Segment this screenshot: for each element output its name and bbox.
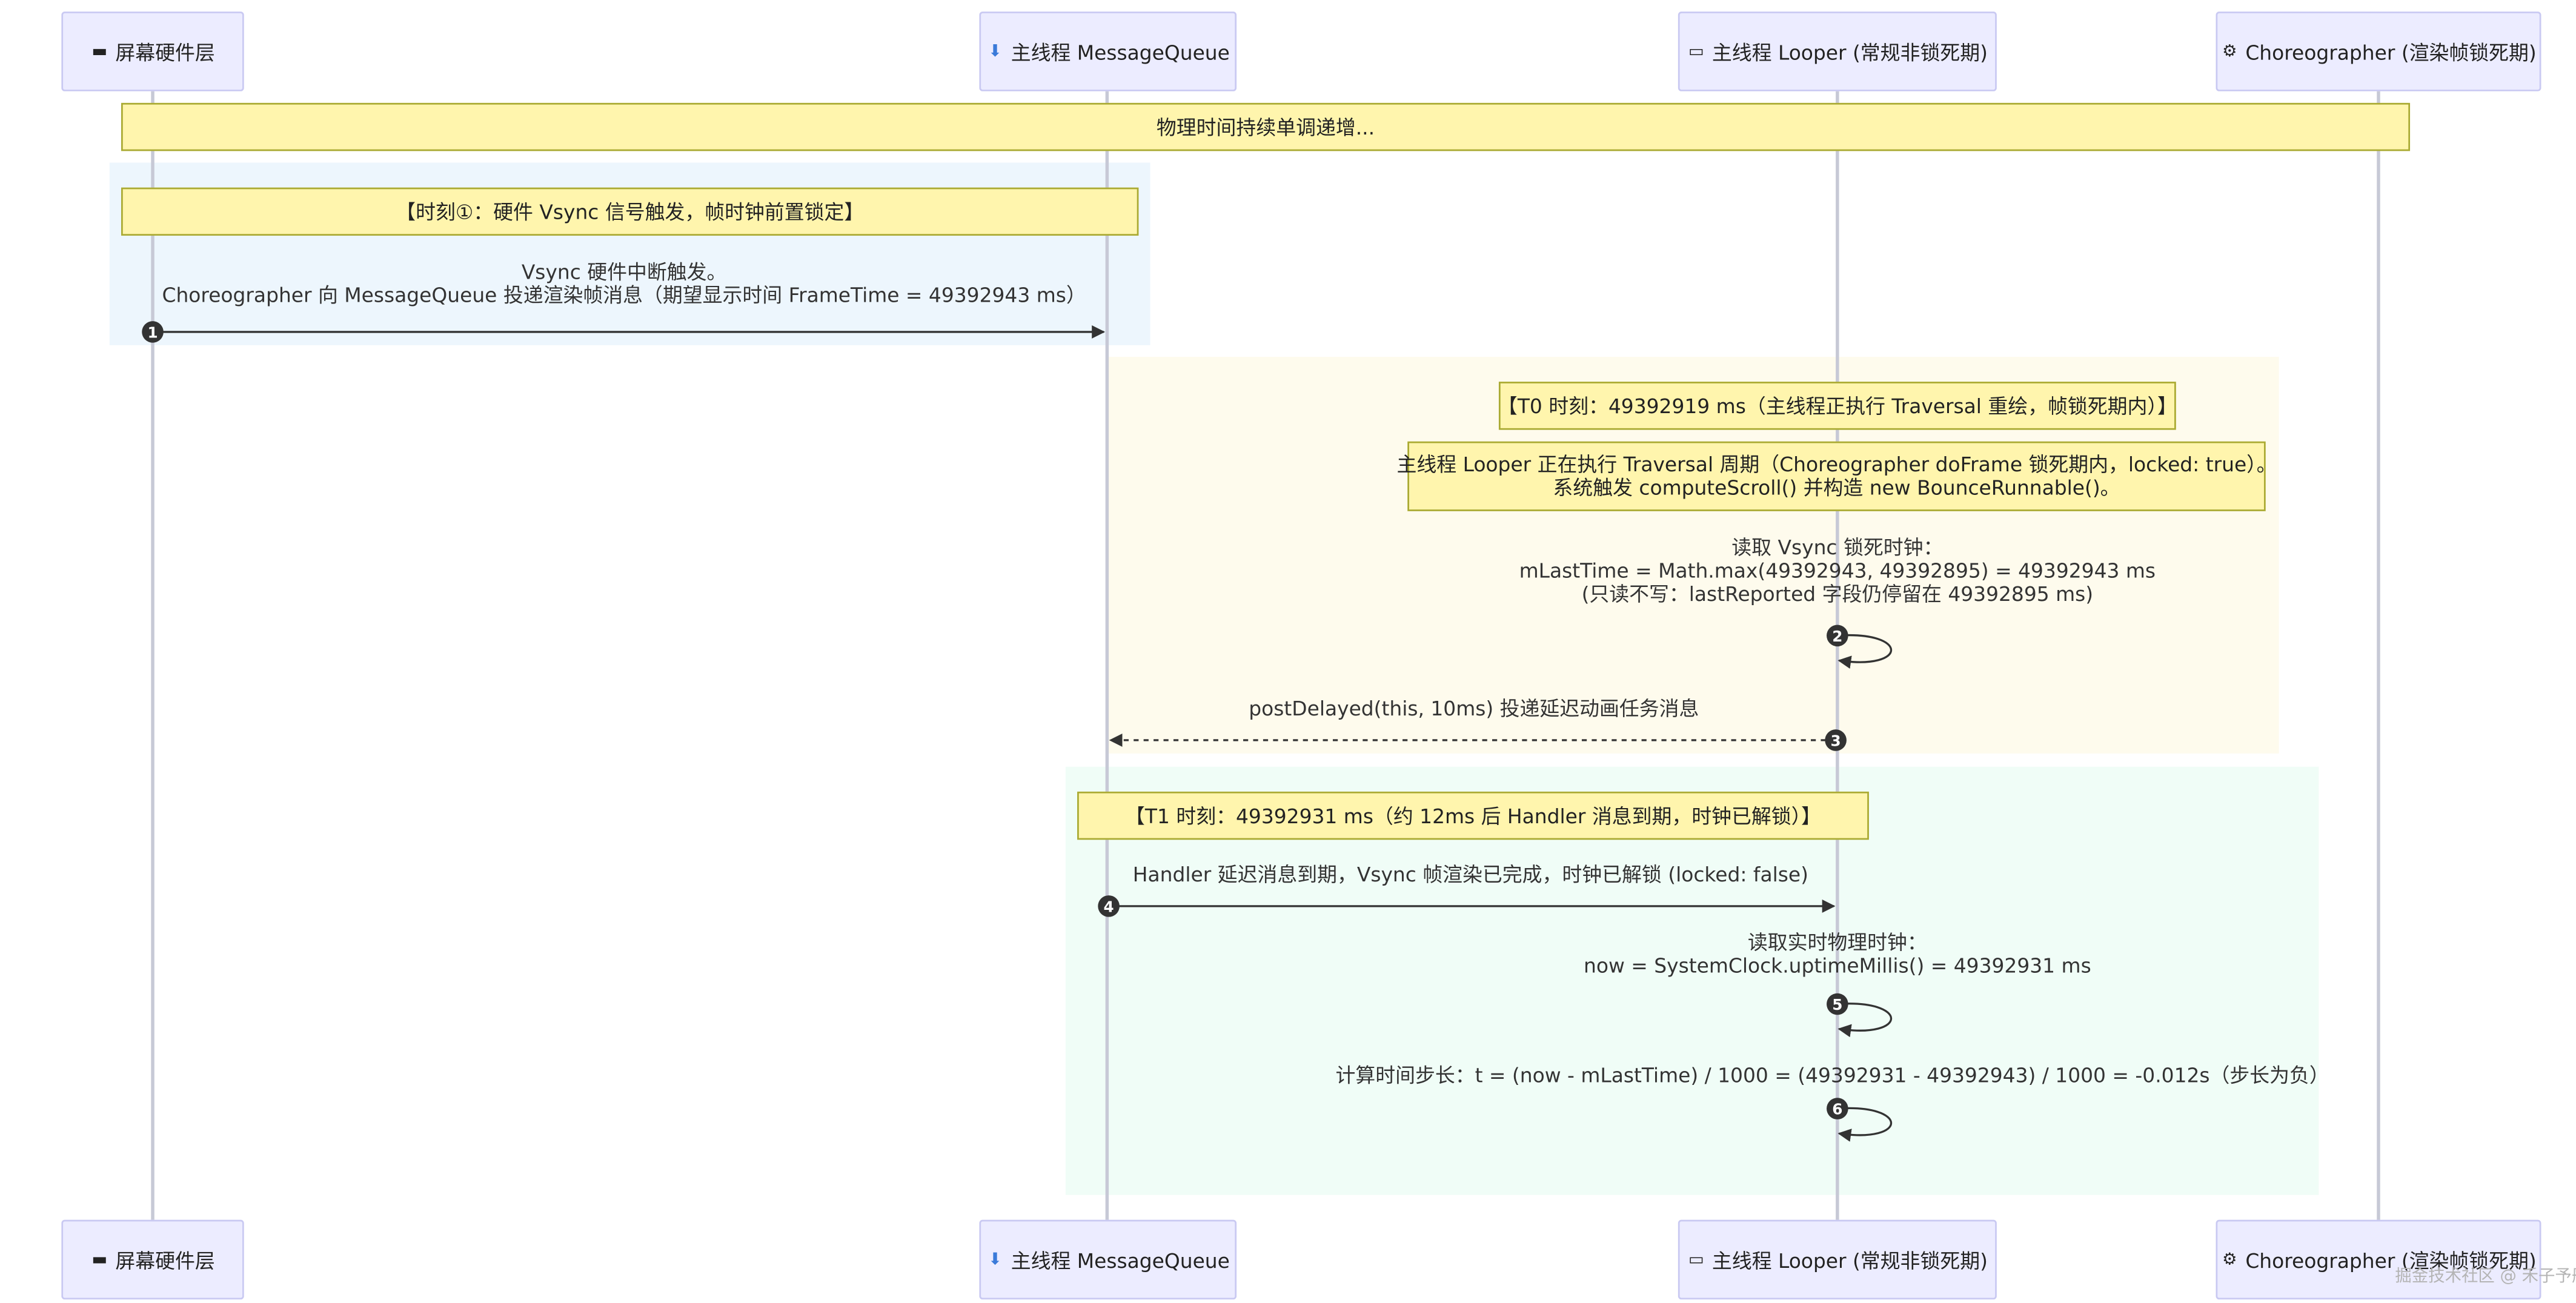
participant-label: 主线程 MessageQueue — [1011, 1248, 1230, 1272]
lifeline-choreographer — [2377, 91, 2380, 1220]
note-line: 主线程 Looper 正在执行 Traversal 周期（Choreograph… — [1396, 453, 2277, 477]
message-2-label: 读取 Vsync 锁死时钟： mLastTime = Math.max(4939… — [1519, 536, 2156, 606]
participant-top-choreographer[interactable]: ⚙ Choreographer (渲染帧锁死期) — [2216, 12, 2541, 91]
message-6-arrow — [1837, 1107, 1893, 1142]
participant-label: Choreographer (渲染帧锁死期) — [2245, 41, 2537, 64]
message-line: 读取实时物理时钟： — [1747, 930, 1927, 955]
participant-label: 主线程 Looper (常规非锁死期) — [1711, 41, 1988, 64]
message-5-arrow — [1837, 1003, 1893, 1038]
participant-label: 主线程 Looper (常规非锁死期) — [1711, 1248, 1988, 1272]
note-looper-traversal: 主线程 Looper 正在执行 Traversal 周期（Choreograph… — [1397, 441, 2276, 511]
sequence-badge-4: 4 — [1098, 895, 1120, 917]
message-line: (只读不写：lastReported 字段仍停留在 49392895 ms) — [1581, 582, 2094, 606]
participant-label: 主线程 MessageQueue — [1011, 41, 1230, 64]
lifeline-message-queue — [1105, 91, 1109, 1220]
svg-text:4: 4 — [1104, 898, 1114, 915]
sequence-badge-2: 2 — [1827, 625, 1848, 647]
svg-text:1: 1 — [147, 324, 158, 342]
message-6-label: 计算时间步长：t = (now - mLastTime) / 1000 = (4… — [1335, 1064, 2329, 1087]
message-line: 读取 Vsync 锁死时钟： — [1731, 535, 1944, 560]
participant-bottom-message-queue[interactable]: ⬇ 主线程 MessageQueue — [979, 1219, 1237, 1300]
laptop-icon: ▭ — [1688, 1250, 1704, 1269]
gear-icon: ⚙ — [2222, 1250, 2237, 1269]
participant-bottom-screen-hardware[interactable]: ▬ 屏幕硬件层 — [61, 1219, 244, 1300]
lifeline-looper — [1836, 91, 1839, 1220]
sequence-badge-3: 3 — [1825, 729, 1847, 751]
message-1-label: Vsync 硬件中断触发。 Choreographer 向 MessageQue… — [162, 260, 1086, 307]
participant-top-looper[interactable]: ▭ 主线程 Looper (常规非锁死期) — [1678, 12, 1997, 91]
svg-text:6: 6 — [1832, 1101, 1842, 1118]
participant-label: 屏幕硬件层 — [115, 41, 215, 64]
note-t1: 【T1 时刻：49392931 ms（约 12ms 后 Handler 消息到期… — [1077, 791, 1869, 840]
message-line: 计算时间步长：t = (now - mLastTime) / 1000 = (4… — [1335, 1064, 2329, 1087]
message-4-label: Handler 延迟消息到期，Vsync 帧渲染已完成，时钟已解锁 (locke… — [1133, 863, 1808, 886]
note-text: 【T1 时刻：49392931 ms（约 12ms 后 Handler 消息到期… — [1125, 804, 1821, 827]
note-text: 【T0 时刻：49392919 ms（主线程正执行 Traversal 重绘，帧… — [1497, 394, 2177, 418]
message-5-label: 读取实时物理时钟： now = SystemClock.uptimeMillis… — [1584, 931, 2091, 978]
participant-label: 屏幕硬件层 — [115, 1248, 215, 1272]
svg-text:2: 2 — [1832, 628, 1842, 645]
message-3-label: postDelayed(this, 10ms) 投递延迟动画任务消息 — [1249, 697, 1699, 720]
message-line: Vsync 硬件中断触发。 — [521, 260, 727, 284]
sequence-badge-1: 1 — [142, 321, 164, 343]
screen-icon: ▬ — [91, 42, 108, 61]
inbox-tray-icon: ⬇ — [988, 42, 1003, 61]
lifeline-screen-hardware — [151, 91, 154, 1220]
participant-bottom-choreographer[interactable]: ⚙ Choreographer (渲染帧锁死期) — [2216, 1219, 2541, 1300]
svg-text:3: 3 — [1831, 732, 1841, 749]
participant-label: Choreographer (渲染帧锁死期) — [2245, 1248, 2537, 1272]
message-line: Choreographer 向 MessageQueue 投递渲染帧消息（期望显… — [162, 283, 1086, 307]
sequence-badge-6: 6 — [1827, 1098, 1848, 1119]
message-line: Handler 延迟消息到期，Vsync 帧渲染已完成，时钟已解锁 (locke… — [1132, 863, 1808, 886]
participant-top-screen-hardware[interactable]: ▬ 屏幕硬件层 — [61, 12, 244, 91]
note-line: 系统触发 computeScroll() 并构造 new BounceRunna… — [1553, 476, 2120, 500]
message-2-arrow — [1837, 634, 1893, 669]
note-physical-time: 物理时间持续单调递增... — [121, 102, 2411, 151]
laptop-icon: ▭ — [1688, 42, 1704, 61]
screen-icon: ▬ — [91, 1250, 108, 1269]
svg-text:5: 5 — [1832, 996, 1842, 1013]
inbox-tray-icon: ⬇ — [988, 1250, 1003, 1269]
watermark: 掘金技术社区 @ 禾子予彤 — [2395, 1268, 2576, 1287]
participant-bottom-looper[interactable]: ▭ 主线程 Looper (常规非锁死期) — [1678, 1219, 1997, 1300]
gear-icon: ⚙ — [2222, 42, 2237, 61]
note-moment1: 【时刻①：硬件 Vsync 信号触发，帧时钟前置锁定】 — [121, 187, 1139, 236]
message-line: now = SystemClock.uptimeMillis() = 49392… — [1583, 954, 2091, 978]
sequence-badge-5: 5 — [1827, 993, 1848, 1015]
note-t0: 【T0 时刻：49392919 ms（主线程正执行 Traversal 重绘，帧… — [1497, 382, 2177, 430]
participant-top-message-queue[interactable]: ⬇ 主线程 MessageQueue — [979, 12, 1237, 91]
note-text: 【时刻①：硬件 Vsync 信号触发，帧时钟前置锁定】 — [396, 200, 865, 224]
message-line: postDelayed(this, 10ms) 投递延迟动画任务消息 — [1249, 697, 1699, 721]
message-line: mLastTime = Math.max(49392943, 49392895)… — [1519, 559, 2156, 583]
note-text: 物理时间持续单调递增... — [1156, 115, 1375, 139]
